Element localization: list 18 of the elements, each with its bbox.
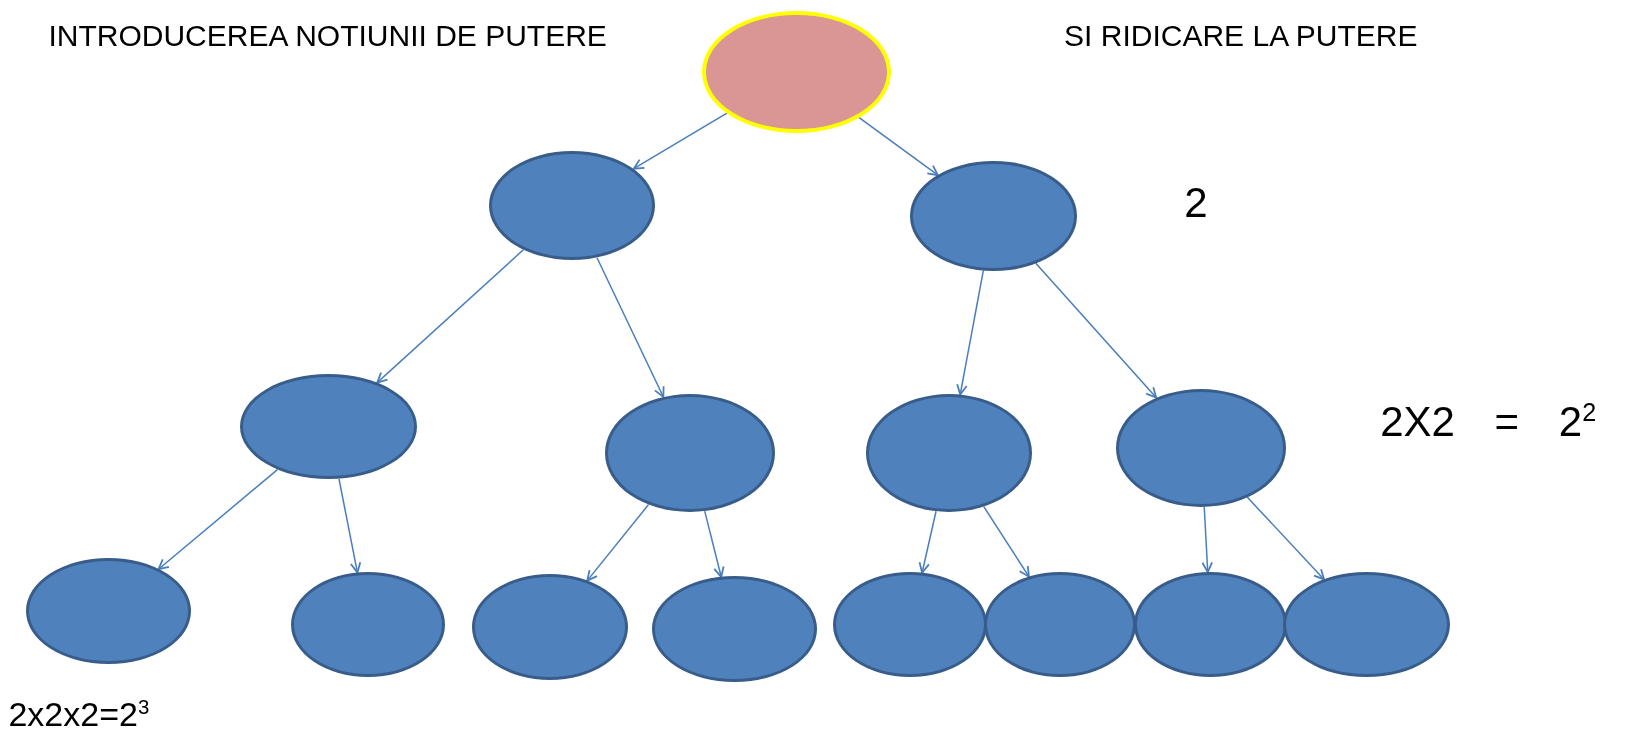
arrow bbox=[338, 478, 362, 574]
formula-text: 2 bbox=[1184, 179, 1208, 228]
arrow bbox=[632, 112, 728, 170]
arrow bbox=[1035, 262, 1158, 399]
arrow bbox=[1246, 496, 1325, 581]
arrow bbox=[858, 116, 939, 177]
heading-text: SI RIDICARE LA PUTERE bbox=[1064, 18, 1418, 53]
arrow bbox=[983, 505, 1030, 578]
arrow bbox=[918, 510, 937, 574]
arrow bbox=[157, 468, 279, 571]
arrow bbox=[1201, 506, 1213, 573]
arrow bbox=[956, 269, 985, 396]
arrow bbox=[586, 503, 650, 582]
formula-text: 2x2x2=2$^{3}$ bbox=[8, 695, 150, 735]
arrow bbox=[703, 510, 725, 578]
heading-text: INTRODUCEREA NOTIUNII DE PUTERE bbox=[48, 18, 607, 53]
formula-text: 2X2 = 2$^{2}$ bbox=[1380, 398, 1597, 447]
arrow bbox=[376, 249, 525, 384]
